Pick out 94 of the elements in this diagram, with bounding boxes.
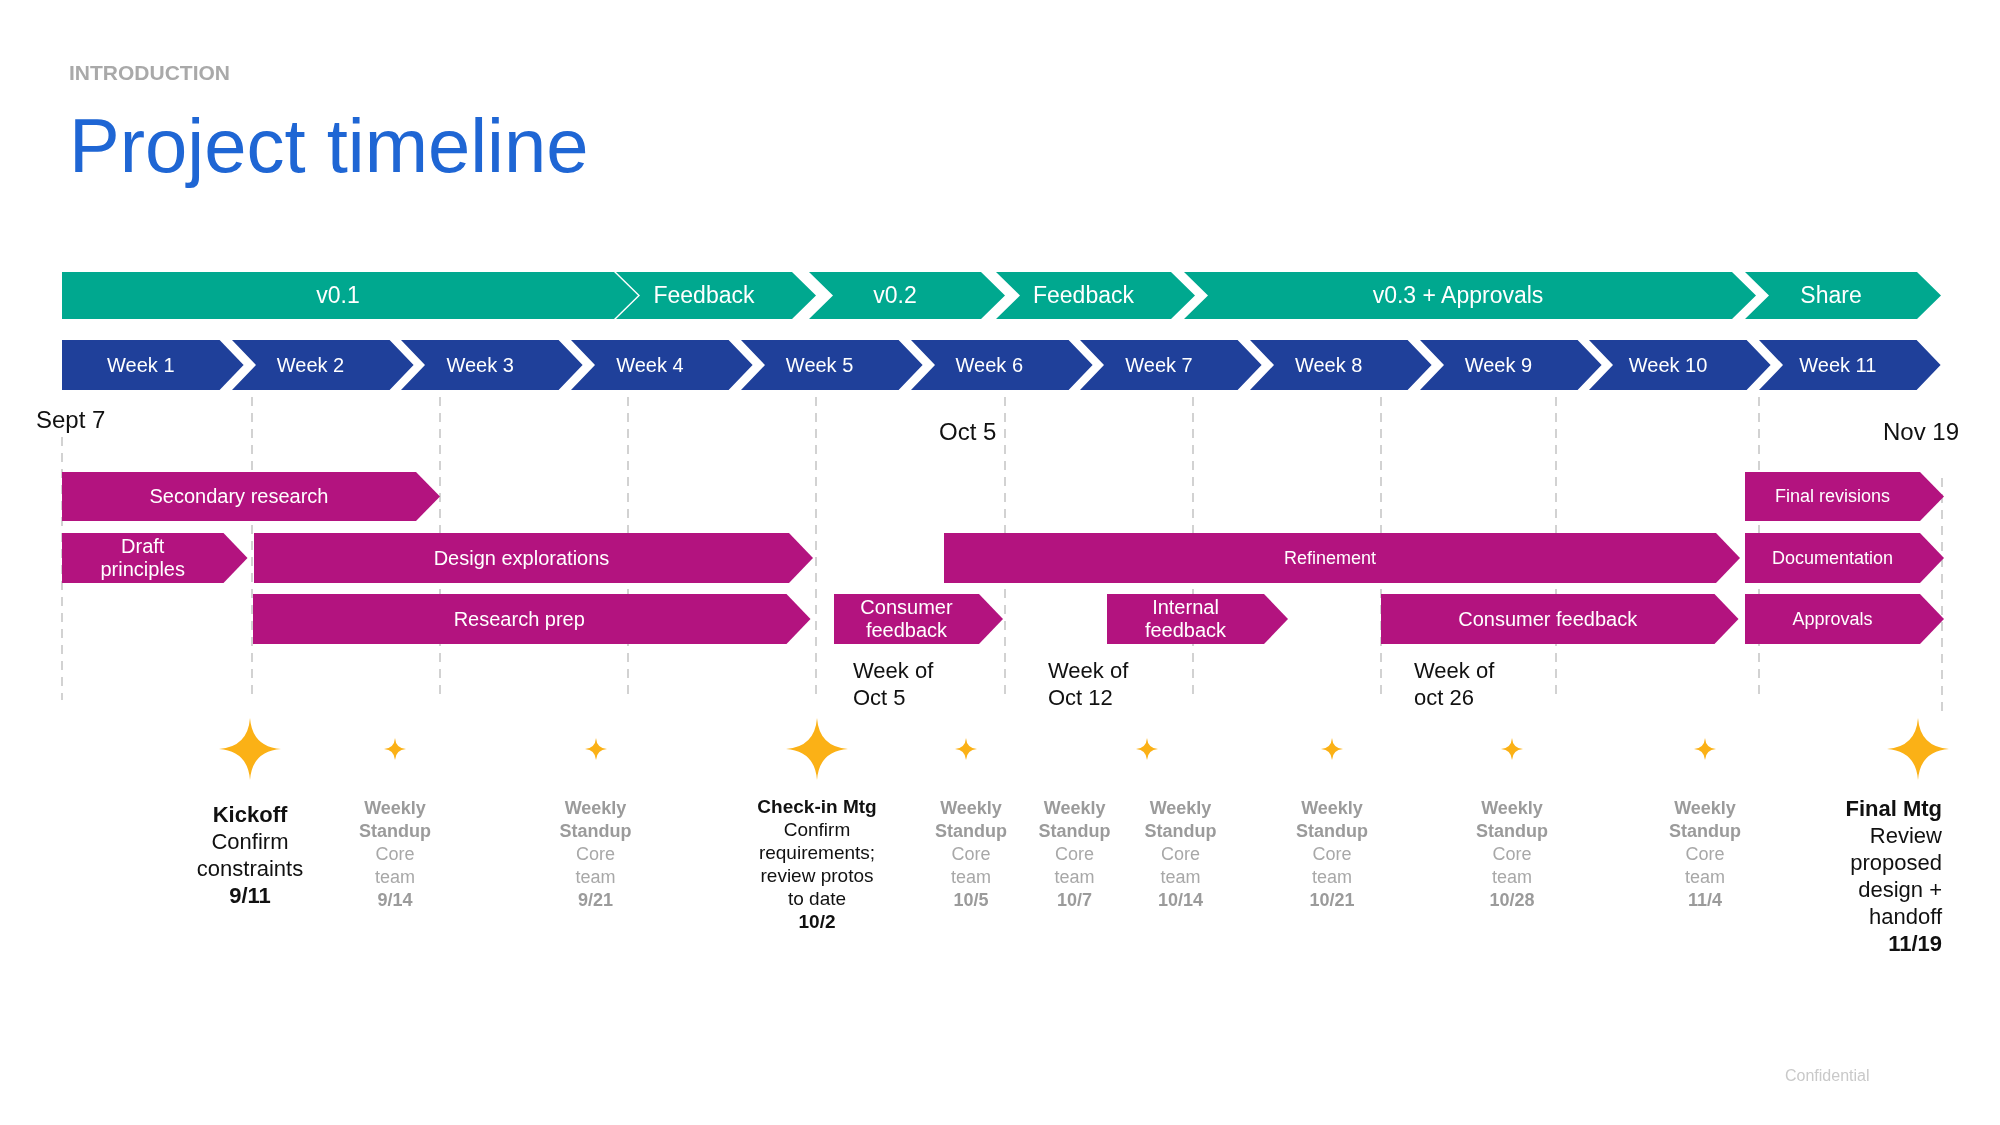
task-name: Approvals	[1792, 608, 1873, 630]
task-band	[1745, 594, 1944, 644]
week-band	[401, 340, 583, 390]
phase-band	[809, 272, 1005, 319]
milestone-description: Core team	[1054, 842, 1095, 889]
milestone-title: Weekly Standup	[1476, 796, 1548, 843]
week-name: Week 9	[1464, 353, 1533, 377]
phase-band	[996, 272, 1195, 319]
task-band	[1381, 594, 1739, 644]
milestone-description: Core team	[1312, 842, 1352, 889]
milestone-title: Weekly Standup	[1296, 796, 1368, 843]
milestone-date: 11/19	[1888, 929, 1942, 957]
date-label: Sept 7	[36, 408, 106, 432]
milestone-date: 9/21	[577, 888, 613, 912]
week-band	[62, 340, 244, 390]
milestone-date: 10/21	[1309, 888, 1355, 912]
milestone-title: Weekly Standup	[935, 796, 1007, 843]
milestone-description: Confirm requirements; review protos to date	[757, 817, 877, 910]
task-band	[944, 533, 1740, 583]
week-name: Week 6	[955, 353, 1023, 377]
task-band	[254, 533, 813, 583]
milestone-date: 10/14	[1157, 888, 1203, 912]
milestone-date: 10/5	[953, 888, 989, 912]
week-name: Week 1	[107, 353, 175, 377]
phase-name: v0.3 + Approvals	[1372, 282, 1544, 309]
phase-name: v0.1	[316, 282, 360, 309]
milestone-title: Check-in Mtg	[757, 794, 877, 818]
task-band	[1745, 472, 1944, 521]
task-band	[834, 594, 1003, 644]
task-name: Documentation	[1771, 547, 1894, 569]
task-name: Design explorations	[433, 546, 610, 570]
week-name: Week 8	[1294, 353, 1363, 377]
milestone-date: 10/28	[1489, 888, 1535, 912]
phase-band	[1745, 272, 1941, 319]
milestone-title: Final Mtg	[1845, 794, 1942, 822]
week-band	[740, 340, 923, 390]
week-band	[1759, 340, 1941, 390]
phase-name: Feedback	[1033, 282, 1134, 309]
task-name: Internal feedback	[1144, 596, 1227, 642]
task-name: Research prep	[453, 607, 585, 631]
week-band	[571, 340, 753, 390]
week-band	[1249, 340, 1432, 390]
milestone-description: Review proposed design + handoff	[1849, 821, 1942, 930]
milestone-description: Core team	[1492, 842, 1532, 889]
milestone-title: Weekly Standup	[1144, 796, 1217, 843]
milestone-title: Kickoff	[212, 801, 288, 828]
milestone-description: Confirm constraints	[196, 828, 304, 882]
week-band	[1589, 340, 1771, 390]
task-name: Secondary research	[149, 485, 329, 508]
milestone-title: Weekly Standup	[359, 796, 431, 843]
task-band	[252, 594, 810, 644]
milestone-title: Weekly Standup	[559, 796, 632, 843]
milestone-title: Weekly Standup	[1038, 796, 1111, 843]
task-name: Consumer feedback	[860, 596, 953, 642]
task-name: Final revisions	[1774, 486, 1890, 507]
milestone-description: Core team	[951, 842, 991, 889]
milestone-description: Core team	[1160, 842, 1201, 889]
week-name: Week 3	[446, 353, 514, 377]
milestone-date: 11/4	[1687, 888, 1722, 912]
week-band	[1080, 340, 1262, 390]
milestone-date: 9/11	[229, 882, 271, 909]
task-name: Consumer feedback	[1458, 607, 1638, 631]
week-name: Week 11	[1799, 353, 1877, 377]
week-of-note: Week of Oct 5	[853, 657, 935, 711]
phase-name: Share	[1800, 282, 1862, 309]
week-band	[910, 340, 1093, 390]
phase-name: v0.2	[873, 282, 917, 309]
task-band	[62, 533, 248, 583]
phase-band	[616, 272, 816, 319]
week-of-note: Week of oct 26	[1414, 657, 1496, 711]
milestone-date: 9/14	[377, 888, 413, 912]
date-label: Oct 5	[939, 420, 997, 444]
week-name: Week 4	[616, 353, 684, 377]
milestone-title: Weekly Standup	[1669, 796, 1741, 843]
milestone-date: 10/7	[1057, 888, 1093, 912]
week-name: Week 10	[1628, 353, 1708, 377]
week-name: Week 5	[785, 353, 854, 377]
week-band	[231, 340, 414, 390]
task-name: Refinement	[1283, 547, 1377, 569]
milestone-description: Core team	[1685, 842, 1725, 889]
week-band	[1419, 340, 1602, 390]
week-name: Week 2	[276, 353, 345, 377]
task-name: Draft principles	[100, 535, 185, 581]
week-name: Week 7	[1125, 353, 1193, 377]
task-band	[1745, 533, 1944, 583]
week-of-note: Week of Oct 12	[1048, 657, 1130, 711]
task-band	[62, 472, 440, 521]
section-label: INTRODUCTION	[69, 62, 230, 83]
date-label: Nov 19	[1883, 420, 1960, 444]
phase-name: Feedback	[653, 282, 755, 309]
milestone-date: 10/2	[798, 909, 836, 933]
task-band	[1107, 594, 1288, 644]
milestone-description: Core team	[375, 842, 415, 889]
milestone-description: Core team	[575, 842, 616, 889]
